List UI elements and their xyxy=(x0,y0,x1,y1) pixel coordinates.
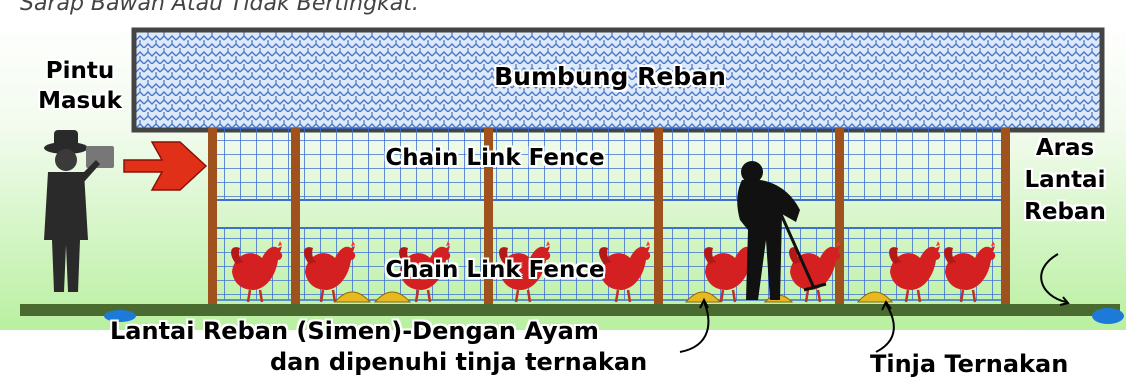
droppings-icon xyxy=(684,291,722,303)
roof xyxy=(131,27,1105,133)
entrance-label-line2: Masuk xyxy=(38,88,122,114)
farmer-icon xyxy=(44,130,114,292)
floor-label-line2: dan dipenuhi tinja ternakan xyxy=(270,348,648,376)
roof-label: Bumbung Reban xyxy=(494,62,726,91)
droppings-icon xyxy=(333,291,372,303)
floor-level-label-line1: Aras xyxy=(1035,135,1095,161)
callout-lines xyxy=(679,253,1070,353)
drain-left xyxy=(104,310,136,322)
droppings-label: Tinja Ternakan xyxy=(870,350,1069,378)
arrow-right-icon xyxy=(123,141,208,191)
entrance-label-line1: Pintu xyxy=(45,58,115,84)
droppings-icon xyxy=(373,291,412,303)
fence-label-lower: Chain Link Fence xyxy=(385,257,605,283)
droppings-icon xyxy=(856,291,894,303)
fence-label-upper: Chain Link Fence xyxy=(385,145,605,171)
floor-level-label-line2: Lantai xyxy=(1024,167,1106,193)
drain-right xyxy=(1092,308,1124,324)
chain-link-fence-mesh xyxy=(211,127,1009,301)
floor-level-label-line3: Reban xyxy=(1024,199,1106,225)
floor-label-line1: Lantai Reban (Simen)-Dengan Ayam xyxy=(110,317,599,345)
coop-floor xyxy=(20,304,1120,316)
caption: Sarap Bawah Atau Tidak Bertingkat. xyxy=(20,0,419,16)
coop-posts xyxy=(208,128,1010,314)
worker-with-rake-icon xyxy=(737,161,827,300)
